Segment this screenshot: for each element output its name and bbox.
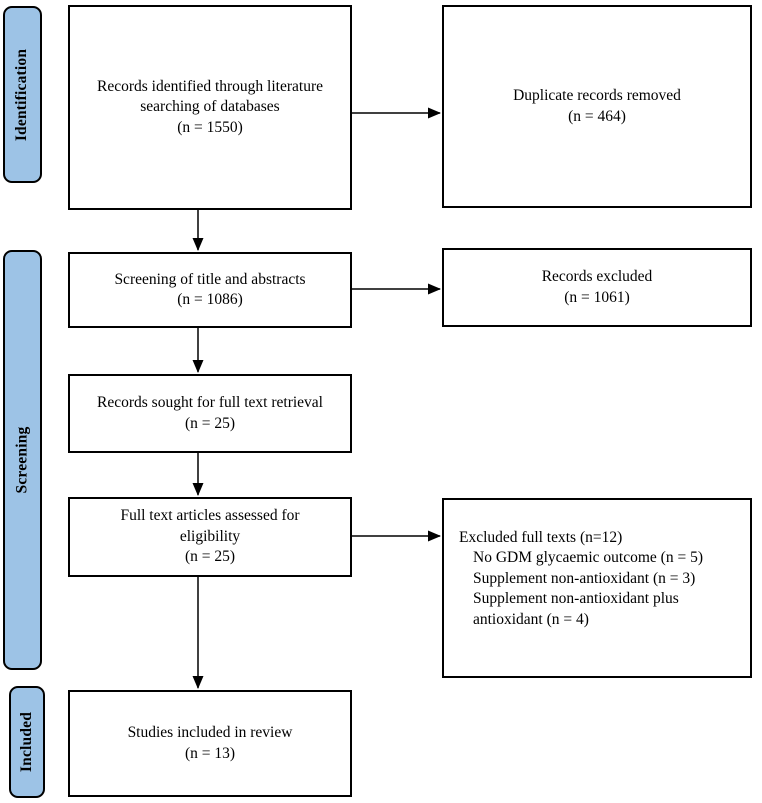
box-count-line: (n = 13): [184, 744, 236, 762]
box-text-line: Full text articles assessed for: [120, 507, 300, 525]
box-text-line: eligibility: [179, 527, 241, 545]
box-count-line: (n = 1550): [177, 118, 243, 136]
box-duplicates-removed: Duplicate records removed (n = 464): [442, 5, 752, 208]
box-text-line: searching of databases: [140, 98, 280, 116]
box-fulltext-sought: Records sought for full text retrieval (…: [68, 374, 352, 453]
box-count-line: (n = 25): [184, 548, 236, 566]
box-text-line: Records sought for full text retrieval: [97, 394, 323, 412]
stage-label-identification-text: Identification: [13, 48, 31, 141]
stage-label-screening-text: Screening: [13, 426, 31, 494]
box-studies-included: Studies included in review (n = 13): [68, 690, 352, 797]
box-count-line: (n = 464): [568, 107, 626, 125]
box-records-excluded: Records excluded (n = 1061): [442, 248, 752, 327]
box-text-line: Screening of title and abstracts: [114, 270, 306, 288]
box-title-abstract-screening: Screening of title and abstracts (n = 10…: [68, 252, 352, 328]
stage-label-screening: Screening: [3, 250, 42, 670]
box-count-line: (n = 1086): [177, 291, 243, 308]
stage-label-identification: Identification: [3, 6, 42, 183]
box-text-line: Duplicate records removed: [513, 87, 681, 105]
box-text-line: Studies included in review: [127, 724, 293, 742]
box-count-line: (n = 25): [184, 414, 236, 432]
excluded-reason-item: No GDM glycaemic outcome (n = 5): [473, 549, 703, 567]
box-count-line: (n = 1061): [564, 288, 630, 306]
stage-label-included: Included: [9, 686, 45, 798]
box-excluded-fulltexts: Excluded full texts (n=12) No GDM glycae…: [442, 498, 752, 678]
box-fulltext-assessed: Full text articles assessed for eligibil…: [68, 497, 352, 577]
excluded-reasons-list: No GDM glycaemic outcome (n = 5) Supplem…: [473, 548, 742, 630]
stage-label-included-text: Included: [18, 711, 35, 773]
excluded-reason-item: Supplement non-antioxidant plus antioxid…: [473, 590, 679, 628]
box-text-line: Records identified through literature: [97, 77, 323, 95]
box-text-line: Records excluded: [541, 268, 653, 286]
excluded-reason-item: Supplement non-antioxidant (n = 3): [473, 569, 696, 587]
box-records-identified: Records identified through literature se…: [68, 5, 352, 210]
excluded-fulltexts-title: Excluded full texts (n=12): [459, 529, 623, 546]
